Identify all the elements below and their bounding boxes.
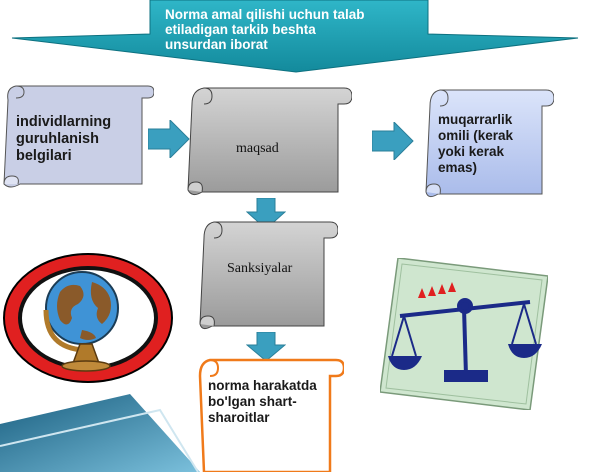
scroll-center — [187, 87, 352, 196]
decorative-swoosh — [0, 394, 200, 472]
node-middle-text: Sanksiyalar — [227, 261, 293, 276]
scroll-middle — [199, 221, 338, 330]
arrow-down-1 — [246, 198, 286, 230]
scroll-right — [425, 89, 554, 198]
scroll-left — [3, 85, 154, 188]
node-center-text: maqsad — [236, 141, 279, 156]
node-bottom-text: norma harakatda bo'lgan shart-sharoitlar — [208, 378, 317, 425]
header-banner — [11, 0, 579, 73]
scales-of-justice-clipart-icon — [380, 258, 548, 410]
scroll-bottom — [198, 358, 344, 472]
node-left-text: individlarning guruhlanish belgilari — [16, 114, 112, 165]
arrow-down-2 — [246, 332, 286, 362]
arrow-right-2 — [372, 122, 414, 160]
header-title: Norma amal qilishi uchun talab etiladiga… — [165, 7, 365, 52]
node-right-text: muqarrarlik omili (kerak yoki kerak emas… — [438, 112, 514, 175]
arrow-right-1 — [148, 120, 190, 158]
globe-clipart-icon — [3, 253, 173, 383]
